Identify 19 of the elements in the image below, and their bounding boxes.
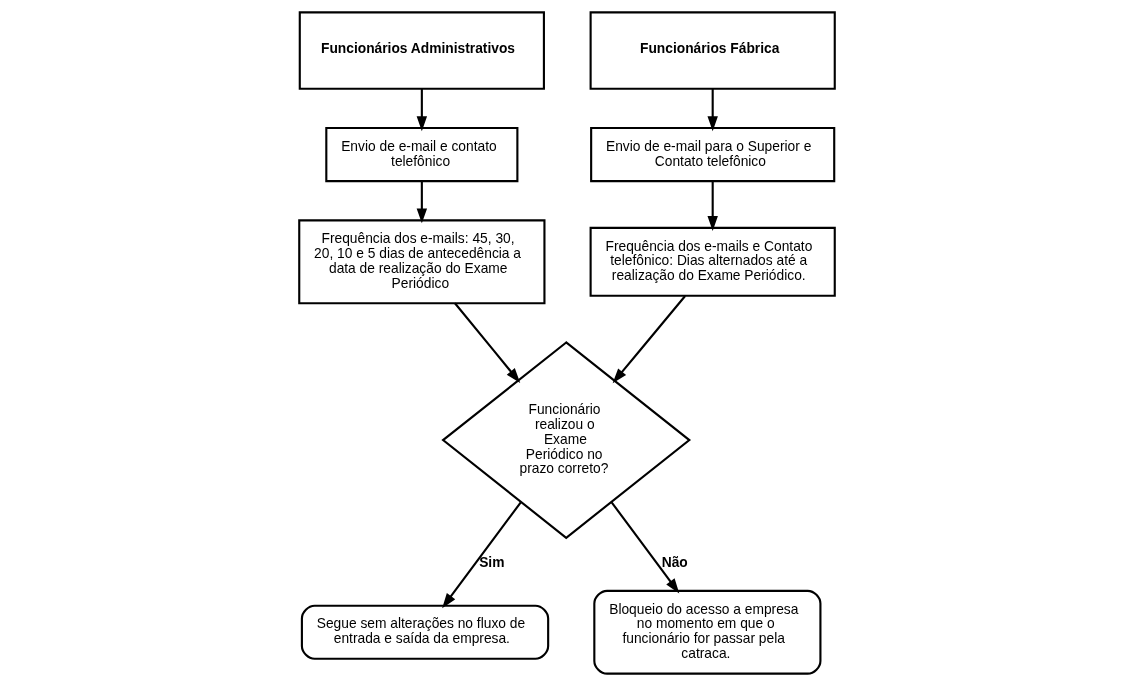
arrow bbox=[442, 501, 522, 609]
node-box: Envio de e-mail para o Superior e Contato telefônico bbox=[590, 127, 836, 183]
arrow bbox=[610, 501, 680, 594]
node-box: Envio de e-mail e contato telefônico bbox=[325, 127, 519, 183]
arrow bbox=[416, 89, 428, 132]
node-box: Segue sem alterações no fluxo de entrada e saída da empresa. bbox=[300, 604, 550, 660]
edge-label: Não bbox=[661, 554, 688, 570]
arrow bbox=[454, 302, 521, 383]
node-diamond: Funcionário realizou o Exame Periódico no prazo correto? bbox=[441, 341, 692, 540]
node-box: Frequência dos e-mails e Contato telefônico: Dias alternados até a realização do Exame Periódico. bbox=[589, 226, 836, 297]
arrow bbox=[416, 181, 428, 224]
node-box: Funcionários Fábrica bbox=[589, 11, 836, 90]
node-box: Frequência dos e-mails: 45, 30, 20, 10 e 5 dias de antecedência a data de realização do Exame Periódico bbox=[298, 219, 546, 305]
edge-label: Sim bbox=[479, 554, 505, 570]
arrow bbox=[707, 89, 718, 132]
node-box: Funcionários Administrativos bbox=[298, 11, 545, 90]
node-box: Bloqueio do acesso a empresa no momento em que o funcionário for passar pela catraca. bbox=[593, 589, 822, 675]
arrow bbox=[707, 181, 718, 231]
arrow bbox=[612, 295, 686, 384]
